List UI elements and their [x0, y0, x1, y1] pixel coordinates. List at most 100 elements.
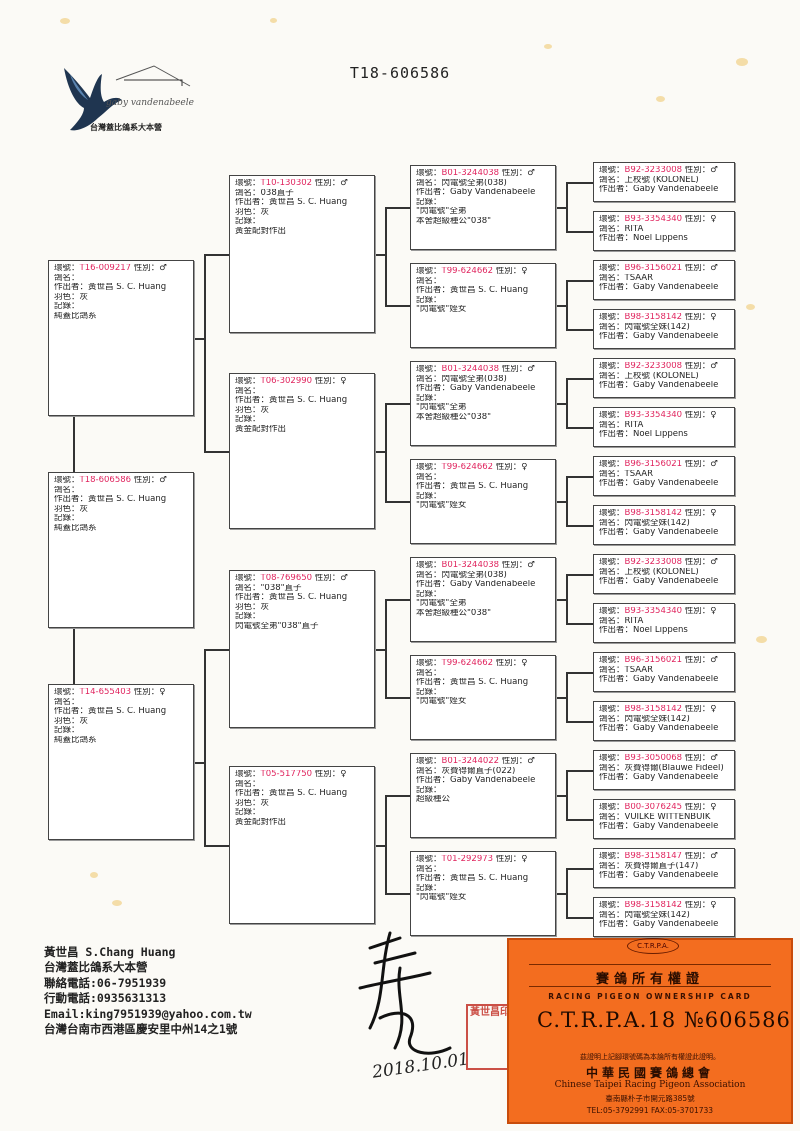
- pedigree-line: 黃金配對作出: [235, 226, 287, 236]
- pedigree-line: 鴿名：038直子: [235, 188, 294, 198]
- ring-number: B98-3158142: [624, 705, 683, 714]
- ring-label: 環號：: [416, 659, 442, 668]
- ring-row: 環號：B92-3233008 性別：♂: [599, 558, 729, 568]
- connector-line: [385, 599, 387, 697]
- paper-fleck: [60, 18, 70, 24]
- pedigree-line: 羽色：灰: [235, 602, 270, 612]
- ring-label: 環號：: [599, 509, 625, 518]
- ring-number: B96-3156021: [624, 460, 683, 469]
- pedigree-line: 鴿名：灰費得爾(Blauwe Fideel): [599, 763, 724, 773]
- connector-line: [566, 182, 568, 231]
- pedigree-line: 作出者：Gaby Vandenabeele: [599, 528, 719, 538]
- connector-line: [566, 182, 593, 184]
- connector-line: [385, 893, 410, 895]
- connector-line: [566, 868, 593, 870]
- pedigree-line: 作出者：Gaby Vandenabeele: [599, 577, 719, 587]
- ring-number: T99-624662: [441, 267, 494, 276]
- pedigree-line: 羽色：灰: [235, 798, 270, 808]
- pedigree-line: 鴿名：RITA: [599, 616, 644, 626]
- ring-number: B92-3233008: [624, 362, 683, 371]
- pedigree-box: 環號：T99-624662 性別：♀鴿名：作出者：黃世昌 S. C. Huang…: [410, 655, 556, 740]
- connector-line: [204, 254, 206, 451]
- connector-line: [194, 762, 204, 764]
- ring-row: 環號：T05-517750 性別：♀: [235, 770, 369, 780]
- paper-fleck: [90, 872, 98, 878]
- pedigree-box: 環號：T06-302990 性別：♀鴿名：作出者：黃世昌 S. C. Huang…: [229, 373, 375, 529]
- ring-row: 環號：B96-3156021 性別：♂: [599, 264, 729, 274]
- connector-line: [566, 329, 593, 331]
- pedigree-line: 鴿名：: [54, 697, 80, 707]
- card-title-cn: 賽鴿所有權證: [595, 972, 704, 987]
- connector-line: [204, 451, 229, 453]
- pedigree-line: 作出者：黃世昌 S. C. Huang: [54, 495, 167, 505]
- ownership-card: C.T.R.P.A. 賽鴿所有權證 RACING PIGEON OWNERSHI…: [507, 938, 793, 1124]
- connector-line: [566, 672, 568, 721]
- connector-line: [385, 795, 387, 893]
- connector-line: [194, 338, 204, 340]
- connector-line: [204, 845, 229, 847]
- ring-label: 環號：: [599, 264, 625, 273]
- pedigree-line: 鴿名：閃電號全妹(142): [599, 518, 690, 528]
- paper-fleck: [736, 58, 748, 66]
- pedigree-line: 作出者：Gaby Vandenabeele: [599, 724, 719, 734]
- ring-number: B93-3354340: [624, 411, 683, 420]
- ring-label: 環號：: [235, 574, 261, 583]
- pedigree-line: 記錄：: [416, 393, 442, 403]
- connector-line: [556, 795, 566, 797]
- email: Email:king7951939@yahoo.com.tw: [44, 1006, 252, 1021]
- ring-label: 環號：: [416, 561, 442, 570]
- connector-line: [556, 599, 566, 601]
- paper-fleck: [746, 304, 755, 310]
- connector-line: [385, 207, 410, 209]
- ring-number: B01-3244038: [441, 169, 500, 178]
- paper-fleck: [544, 44, 552, 49]
- ring-number: B98-3158142: [624, 509, 683, 518]
- connector-line: [375, 254, 385, 256]
- ring-row: 環號：B98-3158147 性別：♂: [599, 852, 729, 862]
- connector-line: [566, 378, 568, 427]
- sex-label: 性別：♀: [682, 901, 717, 910]
- connector-line: [73, 628, 75, 684]
- connector-line: [566, 525, 593, 527]
- ring-label: 環號：: [235, 179, 261, 188]
- paper-fleck: [112, 900, 122, 906]
- pedigree-line: 鴿名：閃電號全弟(038): [416, 374, 507, 384]
- sex-label: 性別：♀: [493, 267, 528, 276]
- connector-line: [566, 917, 593, 919]
- pedigree-line: 羽色：灰: [235, 207, 270, 217]
- ring-row: 環號：T14-655403 性別：♀: [54, 688, 188, 698]
- ring-number: T08-769650: [260, 574, 313, 583]
- pedigree-box: 環號：B98-3158147 性別：♂鴿名：灰費得爾直子(147)作出者：Gab…: [593, 848, 735, 888]
- ring-row: 環號：B96-3156021 性別：♂: [599, 656, 729, 666]
- connector-line: [385, 599, 410, 601]
- sex-label: 性別：♂: [131, 264, 167, 273]
- pedigree-line: 作出者：黃世昌 S. C. Huang: [54, 283, 167, 293]
- pedigree-line: 羽色：灰: [235, 405, 270, 415]
- ring-row: 環號：B01-3244038 性別：♂: [416, 365, 550, 375]
- pedigree-line: 鴿名：閃電號全弟(038): [416, 178, 507, 188]
- ring-row: 環號：T10-130302 性別：♂: [235, 179, 369, 189]
- pedigree-line: 鴿名：RITA: [599, 420, 644, 430]
- pedigree-line: "閃電號"全弟: [416, 207, 467, 217]
- pedigree-line: 記錄：: [54, 302, 80, 312]
- sex-label: 性別：♀: [682, 313, 717, 322]
- pedigree-line: 鴿名：上校號 (KOLONEL): [599, 371, 699, 381]
- pedigree-line: 黃金配對作出: [235, 817, 287, 827]
- pedigree-line: 作出者：Gaby Vandenabeele: [416, 384, 536, 394]
- pedigree-line: 作出者：黃世昌 S. C. Huang: [235, 198, 348, 208]
- pedigree-line: "閃電號"姪女: [416, 697, 467, 707]
- ring-label: 環號：: [54, 476, 80, 485]
- connector-line: [566, 868, 568, 917]
- card-org-cn: 中華民國賽鴿總會: [585, 1066, 714, 1080]
- pedigree-line: 作出者：黃世昌 S. C. Huang: [235, 593, 348, 603]
- pedigree-line: 閃電號全弟"038"直子: [235, 621, 319, 631]
- handwritten-signature: [358, 931, 452, 1055]
- pedigree-line: 鴿名：閃電號全弟(038): [416, 570, 507, 580]
- pedigree-line: 作出者：Gaby Vandenabeele: [416, 188, 536, 198]
- pedigree-line: 羽色：灰: [54, 716, 89, 726]
- pedigree-box: 環號：B92-3233008 性別：♂鴿名：上校號 (KOLONEL)作出者：G…: [593, 554, 735, 594]
- pedigree-box: 環號：T99-624662 性別：♀鴿名：作出者：黃世昌 S. C. Huang…: [410, 459, 556, 544]
- connector-line: [204, 254, 229, 256]
